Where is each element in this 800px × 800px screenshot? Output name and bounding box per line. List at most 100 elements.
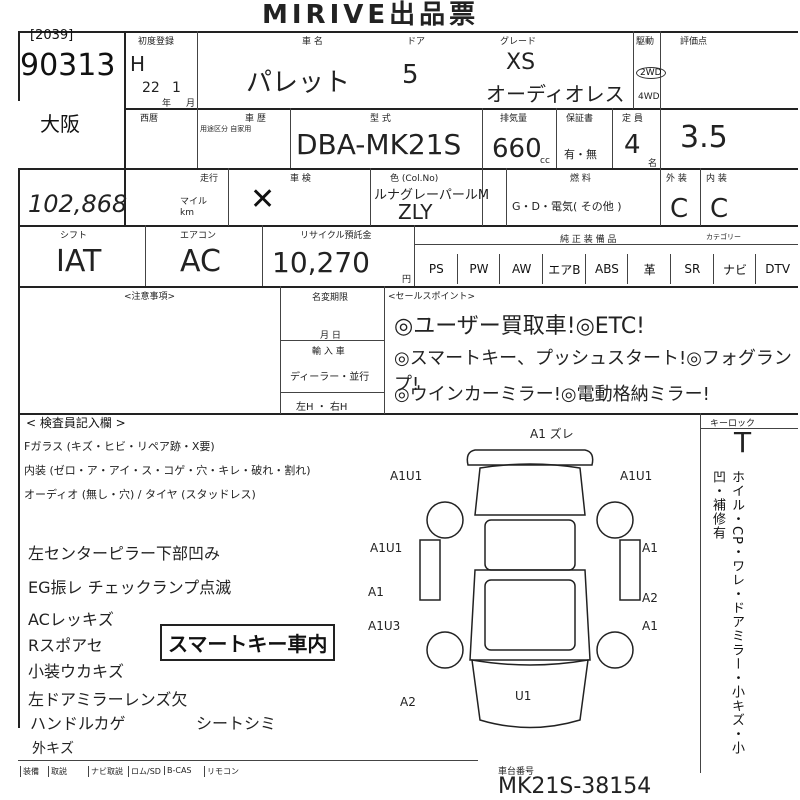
- aircon-value: AC: [180, 244, 221, 279]
- lot-number: 90313: [20, 48, 116, 83]
- sales-points-label: <セールスポイント>: [388, 292, 476, 302]
- equipment-item: エアB: [542, 254, 586, 284]
- car-name-value: パレット: [246, 68, 351, 98]
- month-day-label: 月 日: [320, 331, 341, 341]
- inspector-note-8: シートシミ: [196, 714, 277, 733]
- windshield-line: Fガラス (キズ・ヒビ・リペア跡・X要): [24, 440, 215, 453]
- mark-r4: A1: [642, 619, 658, 633]
- exterior-value: C: [670, 194, 689, 224]
- inspector-label: < 検査員記入欄 >: [26, 416, 126, 430]
- name-change-label: 名変期限: [312, 293, 349, 303]
- shift-value: IAT: [56, 244, 102, 279]
- type-label: 型 式: [370, 114, 391, 124]
- bottom-row-cell: B-CAS: [164, 766, 207, 775]
- interior-value: C: [710, 194, 729, 224]
- mark-rf1: A1U1: [620, 469, 652, 483]
- key-lock-label: キーロック: [710, 419, 756, 429]
- equipment-item: DTV: [755, 254, 799, 284]
- year-model-label: 西暦: [140, 114, 159, 124]
- sales-point-2: ◎スマートキー、プッシュスタート!◎フォグランプ!: [394, 348, 792, 395]
- model-year-label: 車 歴: [245, 114, 266, 124]
- color-code: ZLY: [398, 200, 433, 224]
- frame-no-value: MK21S-38154: [498, 774, 652, 799]
- mark-lf1: A1U1: [390, 469, 422, 483]
- doors-value: 5: [402, 60, 419, 90]
- equipment-item: PW: [456, 254, 501, 284]
- fuel-label: 燃 料: [570, 174, 591, 184]
- displacement-label: 排気量: [500, 114, 528, 124]
- color-label: 色 (Col.No): [390, 174, 439, 184]
- dealer-label: ディーラー・並行: [290, 372, 370, 383]
- recycle-label: リサイクル預託金: [300, 231, 372, 241]
- interior-label: 内 装: [706, 174, 727, 184]
- sales-point-3: ◎ウインカーミラー!◎電動格納ミラー!: [394, 384, 710, 405]
- genuine-parts-label: 純 正 装 備 品: [560, 235, 617, 245]
- grade-line2: オーディオレス: [486, 82, 625, 106]
- mileage-label: 走行: [200, 174, 219, 184]
- inspector-note-3: ACレッキズ: [28, 610, 114, 629]
- mark-l3: A1: [368, 585, 384, 599]
- mark-rear: A1 ズレ: [530, 426, 574, 441]
- drive-4wd: 4WD: [638, 92, 660, 102]
- cc-unit: cc: [540, 156, 550, 166]
- bottom-row-cell: 装備: [20, 766, 51, 777]
- wheel-note: ホイル・CP・ワレ・ドアミラー・小キズ・小凹・補修有: [710, 470, 744, 755]
- rating-label: 評価点: [680, 37, 708, 47]
- warranty-label: 保証書: [566, 114, 594, 124]
- inspector-note-7: ハンドルカゲ: [30, 714, 126, 733]
- first-reg-label: 初度登録: [138, 37, 175, 47]
- mark-front: U1: [515, 689, 531, 703]
- inspector-note-5: 小装ウカキズ: [28, 662, 125, 681]
- bottom-row-cell: リモコン: [204, 766, 247, 777]
- mark-lfront: A2: [400, 695, 416, 709]
- interior-cond-line: 内装 (ゼロ・ア・アイ・ス・コゲ・穴・キレ・破れ・割れ): [24, 464, 311, 477]
- shaken-label: 車 検: [290, 174, 311, 184]
- mark-r3: A2: [642, 591, 658, 605]
- inspector-note-1: 左センターピラー下部凹み: [28, 544, 221, 563]
- car-name-label: 車 名: [302, 37, 323, 47]
- inspector-note-4: Rスポアセ: [28, 636, 103, 655]
- drive-2wd-option: 2WD: [636, 67, 666, 79]
- equipment-item: 革: [627, 254, 671, 284]
- inspector-note-9: 外キズ: [32, 741, 74, 757]
- year-unit: 年: [162, 99, 172, 109]
- audio-line: オーディオ (無し・穴) / タイヤ (スタッドレス): [24, 488, 256, 501]
- mark-r2: A1: [642, 541, 658, 555]
- shaken-cross: ✕: [250, 182, 276, 217]
- color-name: ルナグレーパールM: [374, 188, 490, 203]
- yen-unit: 円: [402, 275, 412, 285]
- inspector-note-2: EG振レ チェックランプ点滅: [28, 578, 232, 597]
- grade-label: グレード: [500, 37, 537, 47]
- handle-label: 左H ・ 右H: [296, 402, 348, 413]
- bottom-row-cell: ナビ取説: [88, 766, 131, 777]
- frame-no-label: 車台番号: [498, 767, 535, 777]
- drive-2wd: 2WD: [636, 60, 666, 79]
- shift-label: シフト: [60, 231, 88, 241]
- equipment-item: PS: [414, 254, 458, 284]
- door-label: ドア: [407, 37, 426, 47]
- mark-l2: A1U1: [370, 541, 402, 555]
- grade-line1: XS: [506, 50, 536, 75]
- drive-label: 駆動: [636, 37, 655, 47]
- mark-l4: A1U3: [368, 619, 400, 633]
- import-label: 輸 入 車: [312, 347, 345, 357]
- exterior-label: 外 装: [666, 174, 687, 184]
- era-value: H: [130, 52, 146, 76]
- mileage-unit-km: km: [180, 208, 194, 218]
- year-value: 22: [142, 80, 160, 96]
- capacity-value: 4: [624, 130, 641, 160]
- recycle-value: 10,270: [272, 246, 370, 279]
- displacement-value: 660: [492, 134, 542, 164]
- equipment-item: ABS: [584, 254, 629, 284]
- key-lock-value: T: [734, 426, 752, 459]
- mileage-value: 102,868: [28, 190, 128, 218]
- model-year-sub: 用途区分 自家用: [200, 125, 252, 133]
- fuel-options: G・D・電気( その他 ): [512, 200, 622, 213]
- person-unit: 名: [648, 159, 658, 169]
- warranty-options: 有・無: [564, 148, 597, 161]
- bottom-row-cell: ロム/SD: [128, 766, 167, 777]
- equipment-item: AW: [499, 254, 543, 284]
- lot-location: 大阪: [40, 112, 80, 136]
- smart-key-stamp: スマートキー車内: [160, 624, 336, 661]
- category-label: カテゴリー: [706, 233, 741, 241]
